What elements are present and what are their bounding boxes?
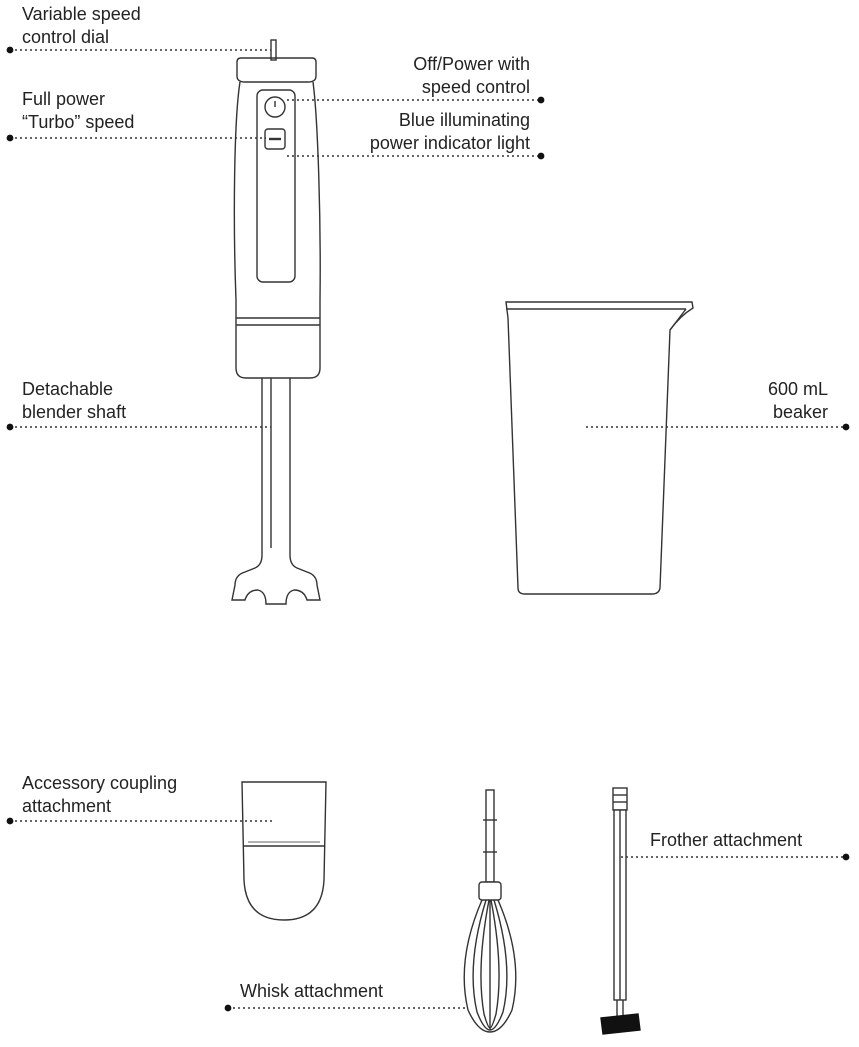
label-beaker: 600 mL beaker	[768, 378, 828, 424]
label-power-line1: Off/Power with	[413, 54, 530, 74]
dot-frother	[842, 853, 850, 861]
label-shaft-line1: Detachable	[22, 379, 114, 399]
dot-coupling	[6, 817, 14, 825]
label-frother-line1: Frother attachment	[650, 830, 803, 850]
label-whisk: Whisk attachment	[240, 980, 383, 1003]
label-shaft: Detachable blender shaft	[22, 378, 126, 424]
turbo-button	[264, 128, 286, 150]
speed-dial-knob	[270, 39, 277, 61]
dot-shaft	[6, 423, 14, 431]
label-turbo: Full power “Turbo” speed	[22, 88, 134, 134]
frother-attachment	[600, 787, 641, 1035]
dot-beaker	[842, 423, 850, 431]
control-panel	[256, 89, 296, 283]
blender-body	[233, 81, 321, 379]
frother-head	[600, 1013, 641, 1035]
label-power: Off/Power with speed control	[413, 53, 530, 99]
label-indicator-line2: power indicator light	[369, 133, 530, 153]
hand-blender	[231, 39, 321, 605]
dot-speed-dial	[6, 46, 14, 54]
label-turbo-line2: “Turbo” speed	[22, 112, 135, 132]
beaker	[505, 301, 694, 595]
label-indicator: Blue illuminating power indicator light	[370, 109, 530, 155]
label-coupling-line2: attachment	[22, 796, 112, 816]
label-speed-dial-line1: Variable speed	[22, 4, 141, 24]
blender-shaft	[231, 378, 321, 605]
label-indicator-line1: Blue illuminating	[398, 110, 530, 130]
label-beaker-line2: beaker	[772, 402, 828, 422]
label-speed-dial-line2: control dial	[22, 27, 110, 47]
label-coupling-line1: Accessory coupling	[22, 773, 178, 793]
leader-dots	[6, 46, 850, 1012]
power-button	[264, 96, 286, 118]
dot-whisk	[224, 1004, 232, 1012]
label-speed-dial: Variable speed control dial	[22, 3, 141, 49]
dot-turbo	[6, 134, 14, 142]
beaker-outline	[505, 301, 694, 595]
dot-power	[537, 96, 545, 104]
whisk-attachment	[463, 789, 517, 1033]
label-beaker-line1: 600 mL	[767, 379, 828, 399]
label-shaft-line2: blender shaft	[22, 402, 127, 422]
blender-top-cap	[236, 57, 317, 83]
label-turbo-line1: Full power	[22, 89, 106, 109]
label-whisk-line1: Whisk attachment	[240, 981, 384, 1001]
label-frother: Frother attachment	[650, 829, 802, 852]
leader-lines	[10, 49, 846, 1009]
coupling-attachment	[241, 781, 327, 921]
label-power-line2: speed control	[421, 77, 530, 97]
dot-indicator	[537, 152, 545, 160]
label-coupling: Accessory coupling attachment	[22, 772, 177, 818]
